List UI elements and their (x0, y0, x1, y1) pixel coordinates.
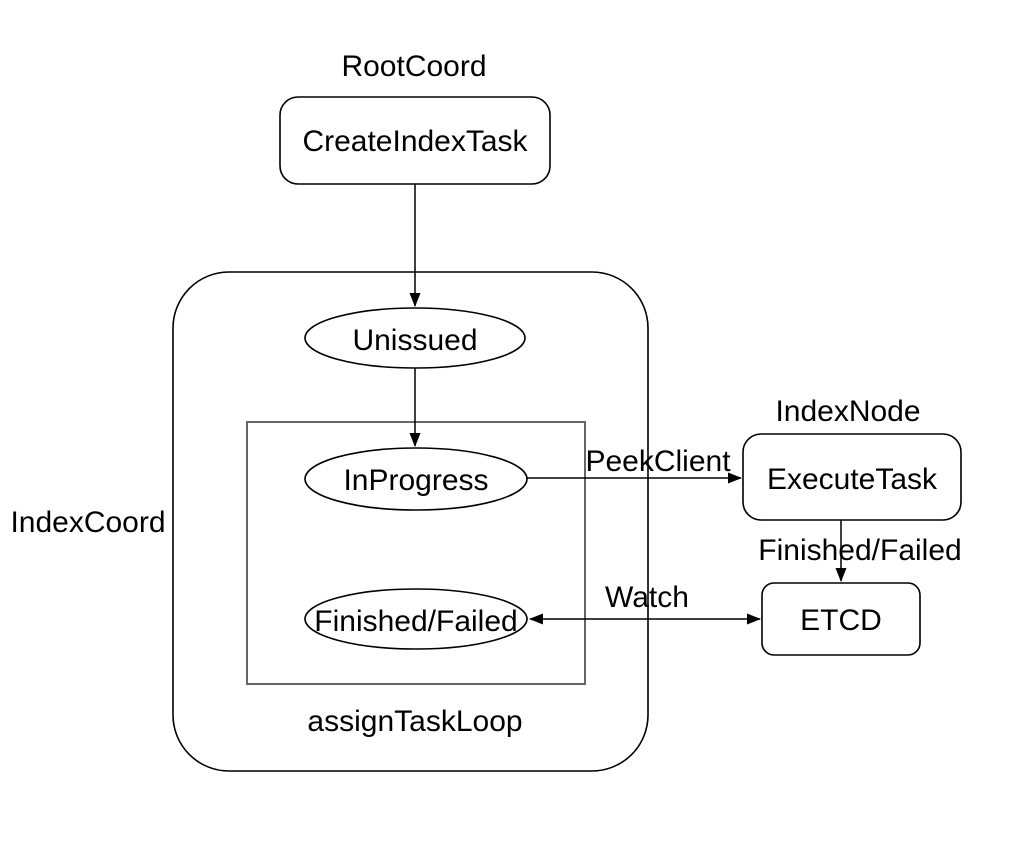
rootcoord-label: RootCoord (341, 50, 486, 83)
assigntaskloop-label: assignTaskLoop (307, 705, 522, 738)
executetask-label: ExecuteTask (767, 463, 938, 496)
watch-edge-label: Watch (605, 581, 689, 614)
finished-failed-state (304, 588, 528, 650)
inprogress-label: InProgress (343, 464, 488, 497)
etcd-label: ETCD (800, 604, 882, 637)
finished-failed-edge-label: Finished/Failed (758, 534, 961, 567)
inprogress-state (304, 447, 528, 511)
createindextask-node (279, 96, 551, 185)
indexcoord-label: IndexCoord (10, 506, 165, 539)
unissued-state (304, 307, 526, 369)
unissued-label: Unissued (352, 324, 477, 357)
etcd-node (761, 582, 921, 656)
peekclient-edge-label: PeekClient (585, 445, 731, 478)
createindextask-label: CreateIndexTask (302, 125, 528, 158)
executetask-node (742, 433, 962, 521)
indexnode-label: IndexNode (775, 395, 920, 428)
finished-failed-state-label: Finished/Failed (314, 605, 517, 638)
assigntaskloop-box (246, 421, 586, 685)
indexcoord-container (172, 271, 649, 772)
